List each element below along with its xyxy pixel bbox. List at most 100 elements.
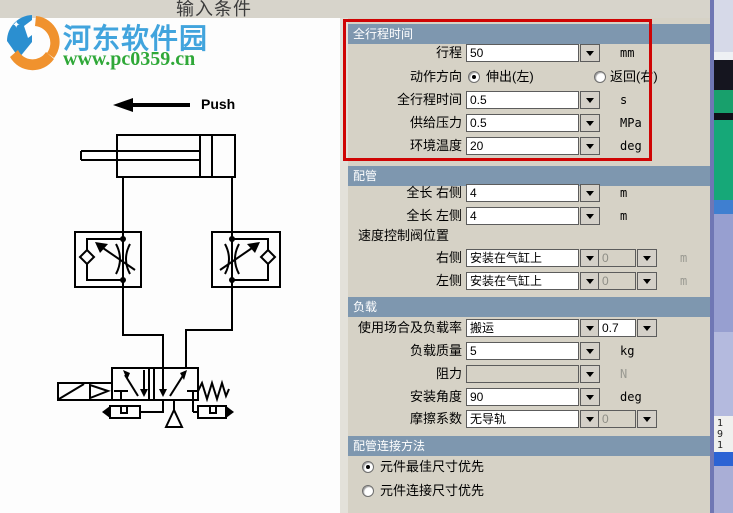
dropdown-button[interactable] — [637, 249, 657, 267]
stroke-combobox[interactable]: 50 — [466, 44, 601, 62]
chevron-down-icon — [643, 416, 651, 422]
unit-m: m — [620, 209, 628, 223]
chevron-down-icon — [586, 213, 594, 219]
full-stroke-time-value[interactable]: 0.5 — [466, 91, 579, 109]
radio-best-size-priority[interactable] — [362, 461, 374, 473]
watermark-site-name: 河东软件园 — [63, 23, 209, 54]
application-combobox[interactable]: 搬运 — [466, 319, 601, 337]
section-header-load: 负载 — [348, 297, 710, 317]
unit-mm: mm — [620, 46, 635, 60]
mount-angle-value[interactable]: 90 — [466, 388, 579, 406]
field-label-valve-left: 左侧 — [435, 273, 462, 288]
field-label-length-left: 全长 左侧 — [406, 208, 462, 223]
unit-kg: kg — [620, 344, 635, 358]
valve-left-distance-combobox[interactable]: 0 — [598, 272, 658, 290]
dropdown-button[interactable] — [580, 388, 600, 406]
dropdown-button[interactable] — [580, 272, 600, 290]
chevron-down-icon — [586, 371, 594, 377]
radio-return[interactable] — [594, 71, 606, 83]
subheading-speed-valve-position: 速度控制阀位置 — [358, 228, 450, 243]
field-label-ambient-temp: 环境温度 — [409, 138, 462, 153]
edge-text-fragment: 9 — [717, 429, 724, 440]
length-left-value[interactable]: 4 — [466, 207, 579, 225]
section-header-piping-connection: 配管连接方法 — [348, 436, 710, 456]
dropdown-button[interactable] — [580, 91, 600, 109]
chevron-down-icon — [643, 325, 651, 331]
unit-m: m — [620, 186, 628, 200]
section-header-piping: 配管 — [348, 166, 710, 186]
field-label-supply-pressure: 供给压力 — [409, 115, 462, 130]
load-rate-value[interactable]: 0.7 — [598, 319, 636, 337]
radio-extend[interactable] — [468, 71, 480, 83]
load-mass-value[interactable]: 5 — [466, 342, 579, 360]
edge-text-fragment: 1 — [717, 418, 724, 429]
mount-angle-combobox[interactable]: 90 — [466, 388, 601, 406]
background-window-sliver: 1 9 1 — [710, 0, 733, 513]
watermark-logo-icon: ✦ — [6, 15, 60, 71]
dropdown-button[interactable] — [580, 184, 600, 202]
section-header-stroke-time: 全行程时间 — [348, 24, 710, 44]
resistance-combobox[interactable] — [466, 365, 601, 383]
valve-left-value[interactable]: 安装在气缸上 — [466, 272, 579, 290]
page-title: 输入条件 — [176, 0, 252, 19]
chevron-down-icon — [586, 50, 594, 56]
chevron-down-icon — [643, 255, 651, 261]
field-label-load-mass: 负载质量 — [409, 343, 462, 358]
dropdown-button[interactable] — [580, 207, 600, 225]
friction-coef-combobox[interactable]: 0 — [598, 410, 658, 428]
chevron-down-icon — [643, 278, 651, 284]
full-stroke-time-combobox[interactable]: 0.5 — [466, 91, 601, 109]
dropdown-button[interactable] — [580, 249, 600, 267]
application-value[interactable]: 搬运 — [466, 319, 579, 337]
valve-right-distance-value: 0 — [598, 249, 636, 267]
length-left-combobox[interactable]: 4 — [466, 207, 601, 225]
radio-connection-size-priority[interactable] — [362, 485, 374, 497]
background-window-border — [710, 0, 714, 513]
field-label-mount-angle: 安装角度 — [409, 389, 462, 404]
dropdown-button[interactable] — [580, 137, 600, 155]
diagram-canvas — [0, 18, 340, 513]
valve-right-value[interactable]: 安装在气缸上 — [466, 249, 579, 267]
field-label-direction: 动作方向 — [409, 69, 462, 84]
chevron-down-icon — [586, 416, 594, 422]
dropdown-button[interactable] — [637, 272, 657, 290]
panel-divider — [340, 18, 348, 513]
dropdown-button[interactable] — [580, 114, 600, 132]
dropdown-button[interactable] — [580, 410, 600, 428]
chevron-down-icon — [586, 325, 594, 331]
field-label-length-right: 全长 右侧 — [406, 185, 462, 200]
load-rate-combobox[interactable]: 0.7 — [598, 319, 658, 337]
load-mass-combobox[interactable]: 5 — [466, 342, 601, 360]
radio-connection-size-priority-label[interactable]: 元件连接尺寸优先 — [380, 483, 485, 498]
dropdown-button[interactable] — [637, 410, 657, 428]
valve-right-combobox[interactable]: 安装在气缸上 — [466, 249, 601, 267]
ambient-temp-value[interactable]: 20 — [466, 137, 579, 155]
supply-pressure-combobox[interactable]: 0.5 — [466, 114, 601, 132]
dropdown-button[interactable] — [580, 319, 600, 337]
friction-coef-value: 0 — [598, 410, 636, 428]
stroke-value[interactable]: 50 — [466, 44, 579, 62]
dropdown-button[interactable] — [580, 365, 600, 383]
chevron-down-icon — [586, 348, 594, 354]
unit-mpa: MPa — [620, 116, 642, 130]
chevron-down-icon — [586, 120, 594, 126]
pneumatic-circuit-diagram — [57, 98, 281, 428]
valve-right-distance-combobox[interactable]: 0 — [598, 249, 658, 267]
resistance-value — [466, 365, 579, 383]
field-label-full-stroke-time: 全行程时间 — [396, 92, 462, 107]
radio-extend-label[interactable]: 伸出(左) — [486, 69, 534, 84]
dropdown-button[interactable] — [637, 319, 657, 337]
radio-best-size-priority-label[interactable]: 元件最佳尺寸优先 — [380, 459, 485, 474]
length-right-value[interactable]: 4 — [466, 184, 579, 202]
length-right-combobox[interactable]: 4 — [466, 184, 601, 202]
supply-pressure-value[interactable]: 0.5 — [466, 114, 579, 132]
svg-text:✦: ✦ — [12, 20, 20, 31]
unit-n-disabled: N — [620, 367, 628, 381]
dropdown-button[interactable] — [580, 44, 600, 62]
radio-return-label[interactable]: 返回(右) — [610, 69, 658, 84]
ambient-temp-combobox[interactable]: 20 — [466, 137, 601, 155]
friction-combobox[interactable]: 无导轨 — [466, 410, 601, 428]
friction-value[interactable]: 无导轨 — [466, 410, 579, 428]
dropdown-button[interactable] — [580, 342, 600, 360]
valve-left-combobox[interactable]: 安装在气缸上 — [466, 272, 601, 290]
